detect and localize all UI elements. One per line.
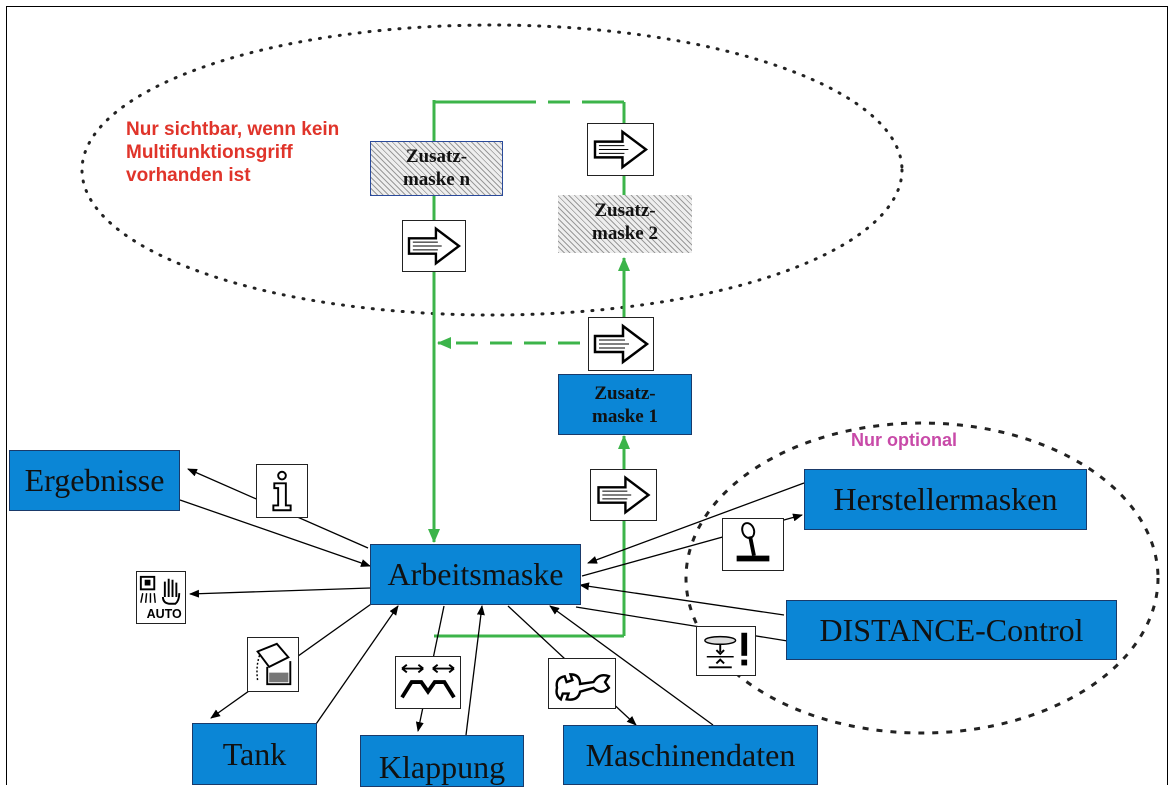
joystick-icon[interactable] xyxy=(722,518,784,571)
next-arrow-icon[interactable] xyxy=(587,123,654,176)
tank-fill-icon[interactable] xyxy=(247,637,299,692)
herstellermasken-box[interactable]: Herstellermasken xyxy=(804,469,1087,530)
distance-control-icon[interactable] xyxy=(696,626,756,676)
tank-box[interactable]: Tank xyxy=(192,723,317,785)
klappung-box[interactable]: Klappung xyxy=(360,735,524,787)
auto-mode-icon[interactable]: AUTO xyxy=(136,571,186,624)
visibility-note: Nur sichtbar, wenn kein Multifunktionsgr… xyxy=(126,118,339,187)
optional-dashed-ellipse xyxy=(684,421,1160,735)
next-arrow-icon[interactable] xyxy=(402,220,466,272)
distance-control-box[interactable]: DISTANCE-Control xyxy=(786,600,1117,660)
visibility-note-line2: Multifunktionsgriff xyxy=(126,142,293,163)
next-arrow-icon[interactable] xyxy=(590,469,657,521)
zusatzmaske-n-line2: maske n xyxy=(402,169,471,190)
zusatzmaske-n-box[interactable]: Zusatz- maske n xyxy=(370,141,503,196)
arbeitsmaske-box[interactable]: Arbeitsmaske xyxy=(370,544,581,605)
zusatzmaske-1-line2: maske 1 xyxy=(592,405,658,427)
next-arrow-icon[interactable] xyxy=(588,317,654,371)
zusatzmaske-1-line1: Zusatz- xyxy=(594,382,656,404)
ergebnisse-box[interactable]: Ergebnisse xyxy=(9,450,180,511)
zusatzmaske-2-box[interactable]: Zusatz- maske 2 xyxy=(558,195,692,253)
visibility-note-line3: vorhanden ist xyxy=(126,165,251,186)
optional-note: Nur optional xyxy=(851,430,957,450)
info-icon[interactable] xyxy=(256,464,308,518)
auto-label: AUTO xyxy=(147,607,182,621)
diagram-frame xyxy=(6,6,1168,785)
folding-icon[interactable] xyxy=(395,656,461,709)
wrench-icon[interactable] xyxy=(548,658,616,709)
maschinendaten-box[interactable]: Maschinendaten xyxy=(563,725,818,785)
zusatzmaske-2-line1: Zusatz- xyxy=(594,200,656,221)
top-dotted-ellipse xyxy=(80,23,904,317)
zusatzmaske-1-box[interactable]: Zusatz- maske 1 xyxy=(558,374,692,435)
zusatzmaske-n-line1: Zusatz- xyxy=(405,146,468,167)
zusatzmaske-2-line2: maske 2 xyxy=(592,223,658,244)
visibility-note-line1: Nur sichtbar, wenn kein xyxy=(126,119,340,140)
